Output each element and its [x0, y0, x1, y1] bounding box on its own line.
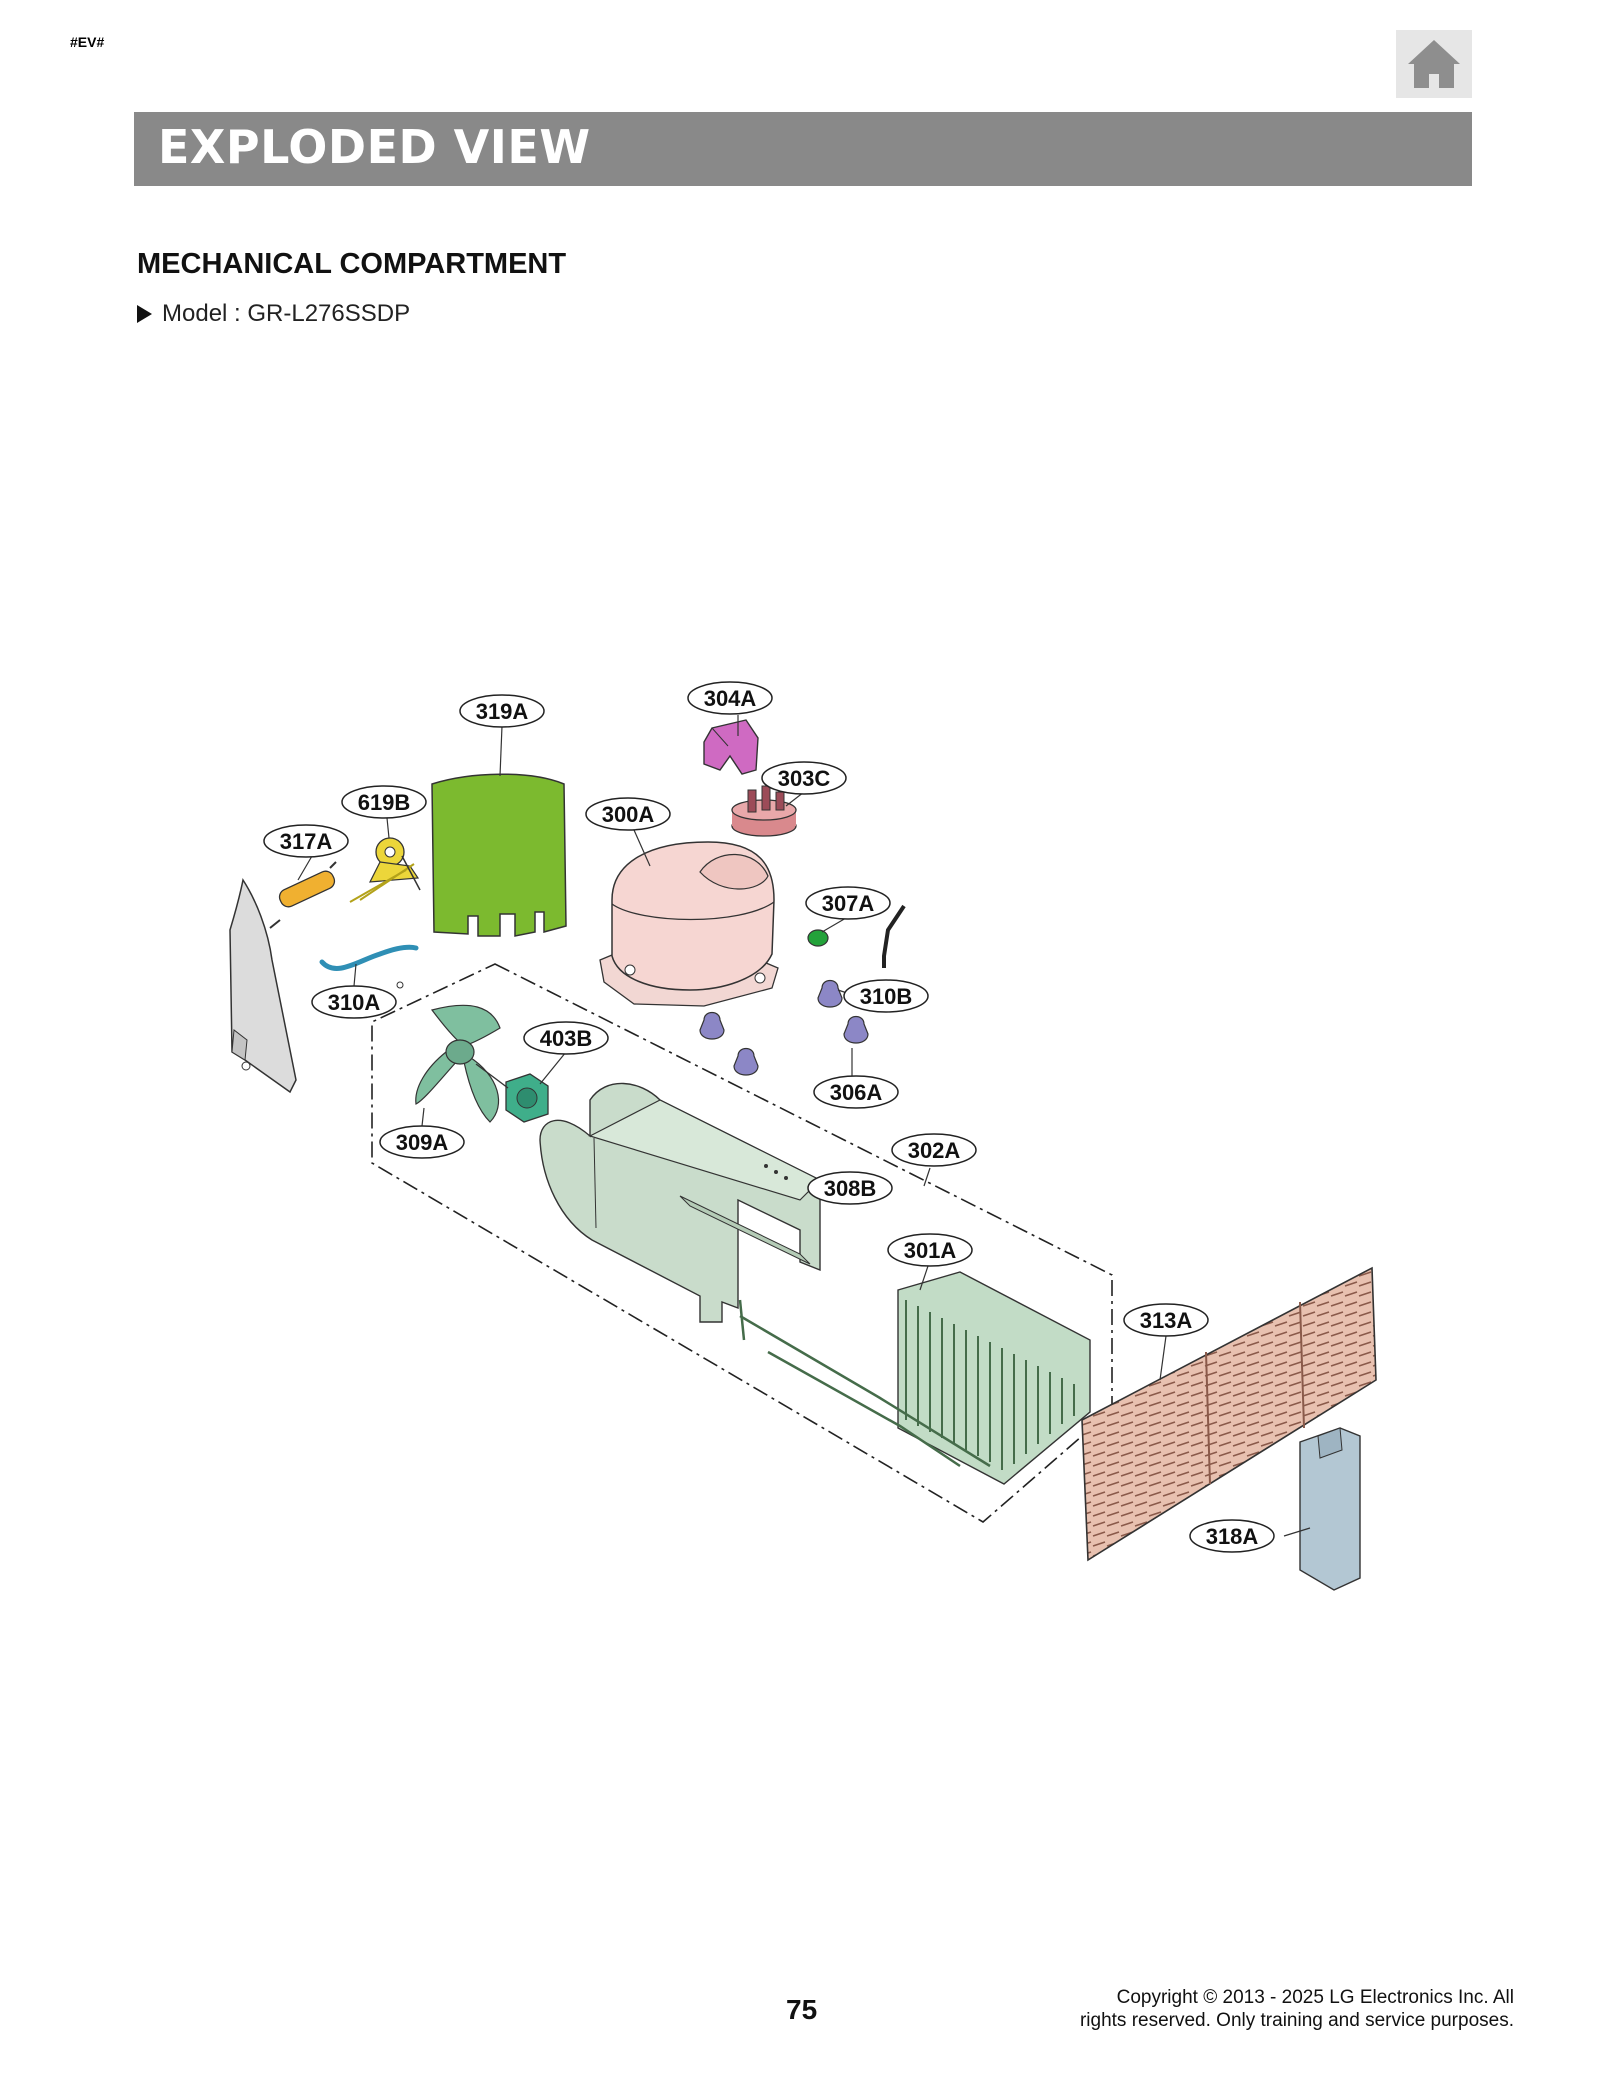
callout-306A: 306A: [813, 1075, 899, 1109]
part-cover-304A: [703, 719, 759, 775]
part-tube-310A: [319, 944, 419, 971]
part-side-panel: [229, 878, 297, 1094]
svg-text:303C: 303C: [778, 766, 831, 791]
svg-text:306A: 306A: [830, 1080, 883, 1105]
callout-319A: 319A: [459, 694, 545, 728]
svg-text:308B: 308B: [824, 1176, 877, 1201]
svg-text:317A: 317A: [280, 829, 333, 854]
play-arrow-icon: [137, 305, 152, 323]
callout-310A: 310A: [311, 985, 397, 1019]
svg-text:619B: 619B: [358, 790, 411, 815]
part-plate-318A: [1299, 1427, 1361, 1591]
part-clip-619B: [349, 837, 421, 903]
svg-text:301A: 301A: [904, 1238, 957, 1263]
svg-text:309A: 309A: [396, 1130, 449, 1155]
part-cap-307A: [807, 929, 829, 947]
callout-304A: 304A: [687, 681, 773, 715]
part-fan-309A: [415, 1004, 501, 1123]
svg-text:313A: 313A: [1140, 1308, 1193, 1333]
svg-text:304A: 304A: [704, 686, 757, 711]
callout-307A: 307A: [805, 886, 891, 920]
part-shroud-319A: [431, 773, 567, 937]
leader-lines: [297, 715, 1311, 1537]
page-banner: EXPLODED VIEW: [134, 112, 1472, 186]
part-compressor-300A: [599, 841, 779, 1007]
part-motor-403B: [475, 1063, 549, 1123]
callout-309A: 309A: [379, 1125, 465, 1159]
callout-619B: 619B: [341, 785, 427, 819]
svg-text:310A: 310A: [328, 990, 381, 1015]
banner-title: EXPLODED VIEW: [158, 120, 591, 174]
model-label: Model : GR-L276SSDP: [162, 300, 411, 327]
callout-403B: 403B: [523, 1021, 609, 1055]
svg-text:307A: 307A: [822, 891, 875, 916]
document-tag: #EV#: [70, 34, 105, 50]
copyright-line-2: rights reserved. Only training and servi…: [1079, 2010, 1514, 2031]
copyright-notice: Copyright © 2013 - 2025 LG Electronics I…: [954, 1986, 1514, 2032]
svg-text:300A: 300A: [602, 802, 655, 827]
svg-text:319A: 319A: [476, 699, 529, 724]
callout-301A: 301A: [887, 1233, 973, 1267]
part-louver-panel-313A: [1081, 1266, 1377, 1562]
callout-317A: 317A: [263, 824, 349, 858]
copyright-line-1: Copyright © 2013 - 2025 LG Electronics I…: [1116, 1987, 1514, 2008]
page-number: 75: [786, 1994, 818, 2025]
callout-303C: 303C: [761, 761, 847, 795]
part-condenser-301A: [738, 1271, 1091, 1485]
callout-302A: 302A: [891, 1133, 977, 1167]
part-relay-303C: [731, 785, 797, 837]
assembly-boundary: [371, 963, 1113, 1523]
svg-text:302A: 302A: [908, 1138, 961, 1163]
callout-318A: 318A: [1189, 1519, 1275, 1553]
part-dryer-317A: [269, 861, 337, 929]
section-title: MECHANICAL COMPARTMENT: [137, 248, 567, 280]
svg-text:318A: 318A: [1206, 1524, 1259, 1549]
home-icon: [1408, 40, 1460, 88]
callout-300A: 300A: [585, 797, 671, 831]
part-tube-310B: [882, 904, 906, 968]
callout-313A: 313A: [1123, 1303, 1209, 1337]
model-line: Model : GR-L276SSDP: [137, 300, 410, 328]
svg-text:310B: 310B: [860, 984, 913, 1009]
callout-308B: 308B: [807, 1171, 893, 1205]
part-fan-housing-308B: [539, 1082, 822, 1323]
home-button[interactable]: [1396, 30, 1472, 98]
svg-text:403B: 403B: [540, 1026, 593, 1051]
part-grommets-306A: [699, 979, 869, 1076]
callout-310B: 310B: [843, 979, 929, 1013]
